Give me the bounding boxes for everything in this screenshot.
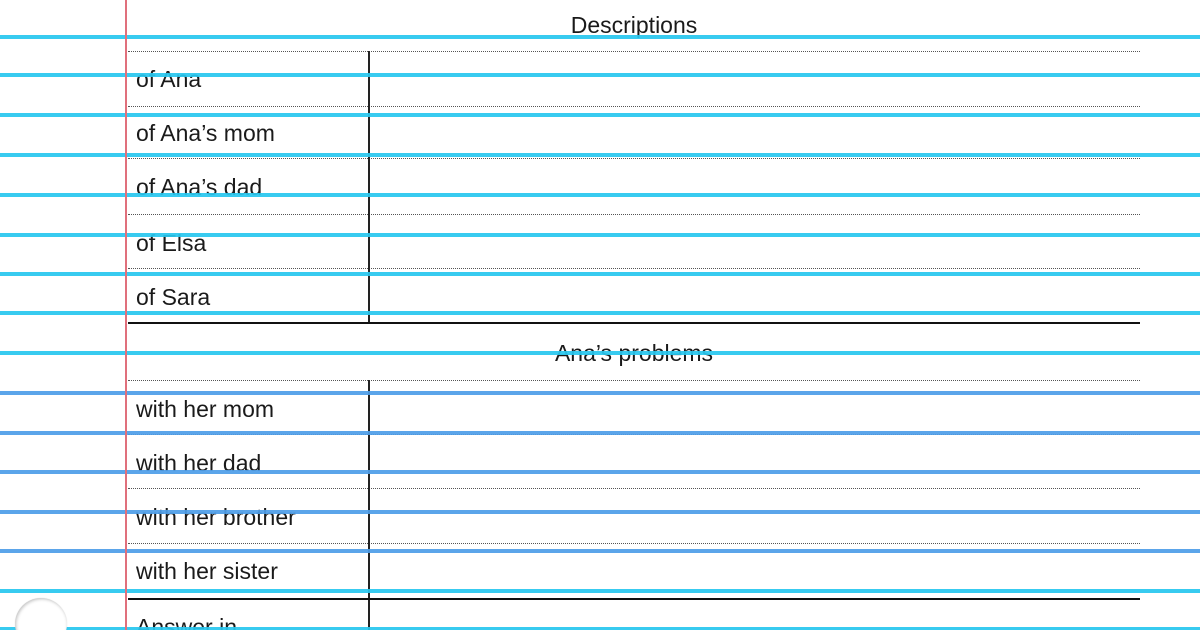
row-divider — [128, 434, 1140, 435]
row-divider — [128, 106, 1140, 107]
section-title-descriptions: Descriptions — [570, 12, 698, 38]
answer-cell-of-anas-mom[interactable] — [370, 108, 1140, 156]
row-divider — [128, 51, 1140, 52]
answer-cell-of-sara[interactable] — [370, 270, 1140, 318]
answer-cell-of-ana[interactable] — [370, 53, 1140, 101]
answer-cell-with-her-dad[interactable] — [370, 436, 1140, 484]
answer-cell-with-her-sister[interactable] — [370, 545, 1140, 593]
row-label-of-anas-mom: of Ana’s mom — [136, 120, 275, 146]
row-label-of-elsa: of Elsa — [136, 230, 207, 256]
row-divider — [128, 268, 1140, 269]
row-label-with-her-brother: with her brother — [136, 504, 296, 530]
row-divider — [128, 380, 1140, 381]
row-divider — [128, 214, 1140, 215]
row-label-of-ana: of Ana — [136, 66, 202, 92]
row-divider — [128, 543, 1140, 544]
row-label-with-her-mom: with her mom — [136, 396, 275, 422]
column-divider — [368, 51, 370, 323]
answer-cell-of-elsa[interactable] — [370, 216, 1140, 264]
answer-cell-with-her-mom[interactable] — [370, 382, 1140, 430]
section-separator — [128, 322, 1140, 324]
row-label-answer-in: Answer in — [136, 614, 237, 630]
punch-hole — [15, 598, 67, 630]
margin-line — [125, 0, 127, 630]
section-separator — [128, 598, 1140, 600]
row-label-of-sara: of Sara — [136, 284, 211, 310]
row-divider — [128, 488, 1140, 489]
answer-cell-of-anas-dad[interactable] — [370, 160, 1140, 208]
answer-cell-with-her-brother[interactable] — [370, 490, 1140, 538]
row-label-of-anas-dad: of Ana’s dad — [136, 174, 263, 200]
row-divider — [128, 158, 1140, 159]
row-label-with-her-sister: with her sister — [136, 558, 278, 584]
column-divider — [368, 600, 370, 630]
section-title-anas-problems: Ana’s problems — [554, 340, 714, 366]
column-divider — [368, 380, 370, 600]
row-label-with-her-dad: with her dad — [136, 450, 262, 476]
